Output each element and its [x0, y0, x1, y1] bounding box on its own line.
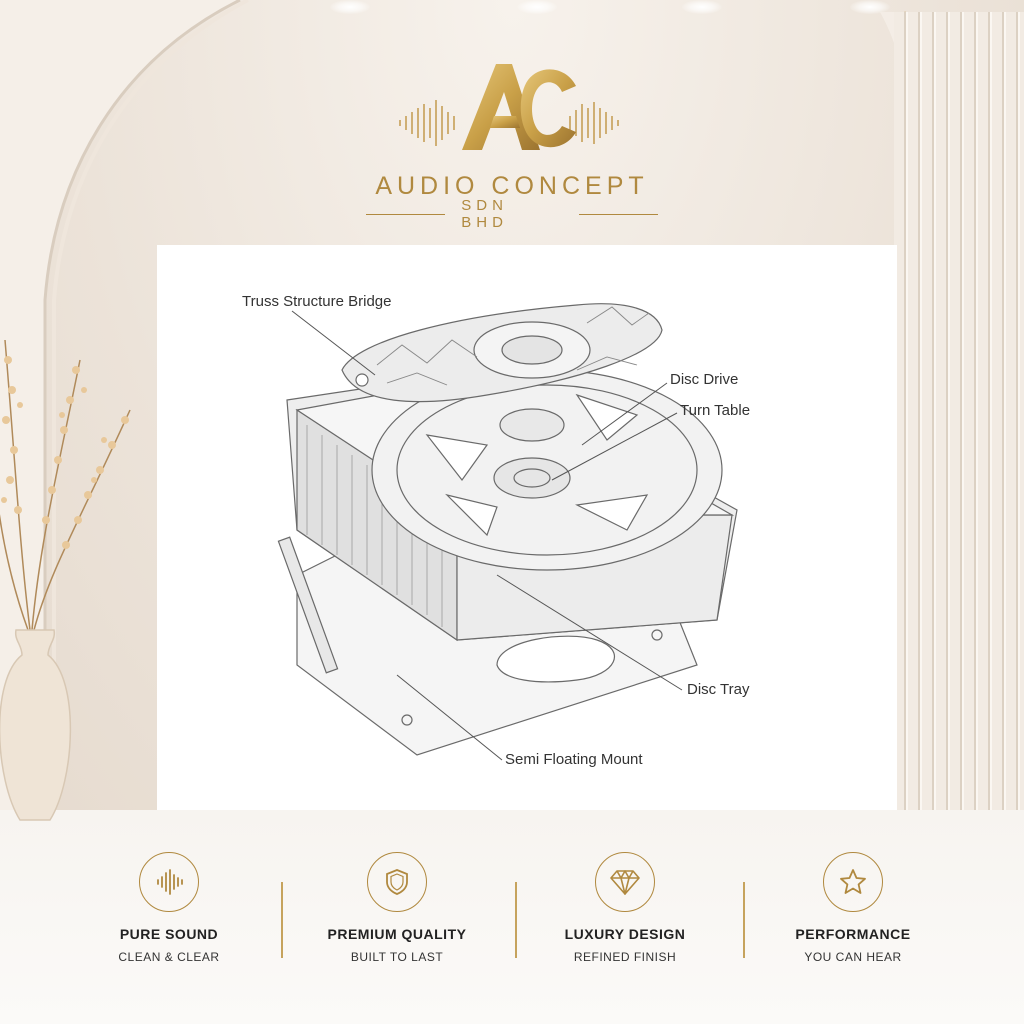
ceiling-light	[850, 0, 890, 14]
wood-slat-panel	[894, 12, 1024, 810]
brand-logo: AUDIO CONCEPT SDN BHD	[340, 50, 684, 231]
callout-truss-structure-bridge: Truss Structure Bridge	[242, 293, 392, 310]
feature-subtitle: CLEAN & CLEAR	[118, 950, 220, 964]
feature-subtitle: REFINED FINISH	[573, 950, 677, 964]
sound-wave-icon	[157, 869, 183, 895]
shield-icon	[386, 869, 408, 895]
feature-title: PREMIUM QUALITY	[327, 926, 467, 942]
feature-icon-circle	[595, 852, 655, 912]
divider-line	[366, 213, 446, 215]
callout-semi-floating-mount: Semi Floating Mount	[505, 751, 643, 768]
feature-divider	[743, 882, 745, 958]
diamond-icon	[610, 870, 640, 895]
feature-pure-sound: PURE SOUND CLEAN & CLEAR	[55, 852, 283, 964]
star-icon	[840, 869, 866, 894]
ceiling-light	[682, 0, 722, 14]
brand-name: AUDIO CONCEPT	[375, 172, 649, 200]
feature-premium-quality: PREMIUM QUALITY BUILT TO LAST	[283, 852, 511, 964]
feature-icon-circle	[823, 852, 883, 912]
brand-sub-row: SDN BHD	[366, 197, 658, 231]
vase-with-branches	[0, 339, 131, 821]
feature-luxury-design: LUXURY DESIGN REFINED FINISH	[511, 852, 739, 964]
callout-disc-drive: Disc Drive	[670, 371, 739, 388]
logo-mark	[399, 64, 619, 150]
divider-line	[578, 213, 658, 215]
ceiling-light	[330, 0, 370, 14]
cd-mechanism-drawing	[277, 303, 738, 761]
floor	[0, 810, 1024, 1024]
feature-title: LUXURY DESIGN	[564, 926, 686, 942]
feature-title: PURE SOUND	[119, 926, 219, 942]
feature-row: PURE SOUND CLEAN & CLEAR PREMIUM QUALITY…	[55, 852, 969, 972]
brand-subtitle: SDN BHD	[461, 197, 508, 231]
ceiling-light	[517, 0, 557, 14]
exploded-diagram: Truss Structure Bridge Disc Drive Turn T…	[157, 245, 897, 810]
feature-performance: PERFORMANCE YOU CAN HEAR	[739, 852, 967, 964]
feature-divider	[281, 882, 283, 958]
callout-disc-tray: Disc Tray	[687, 681, 750, 698]
feature-title: PERFORMANCE	[795, 926, 911, 942]
feature-subtitle: YOU CAN HEAR	[804, 950, 902, 964]
feature-icon-circle	[139, 852, 199, 912]
callout-turn-table: Turn Table	[680, 402, 751, 419]
feature-icon-circle	[367, 852, 427, 912]
feature-divider	[515, 882, 517, 958]
feature-subtitle: BUILT TO LAST	[350, 950, 444, 964]
